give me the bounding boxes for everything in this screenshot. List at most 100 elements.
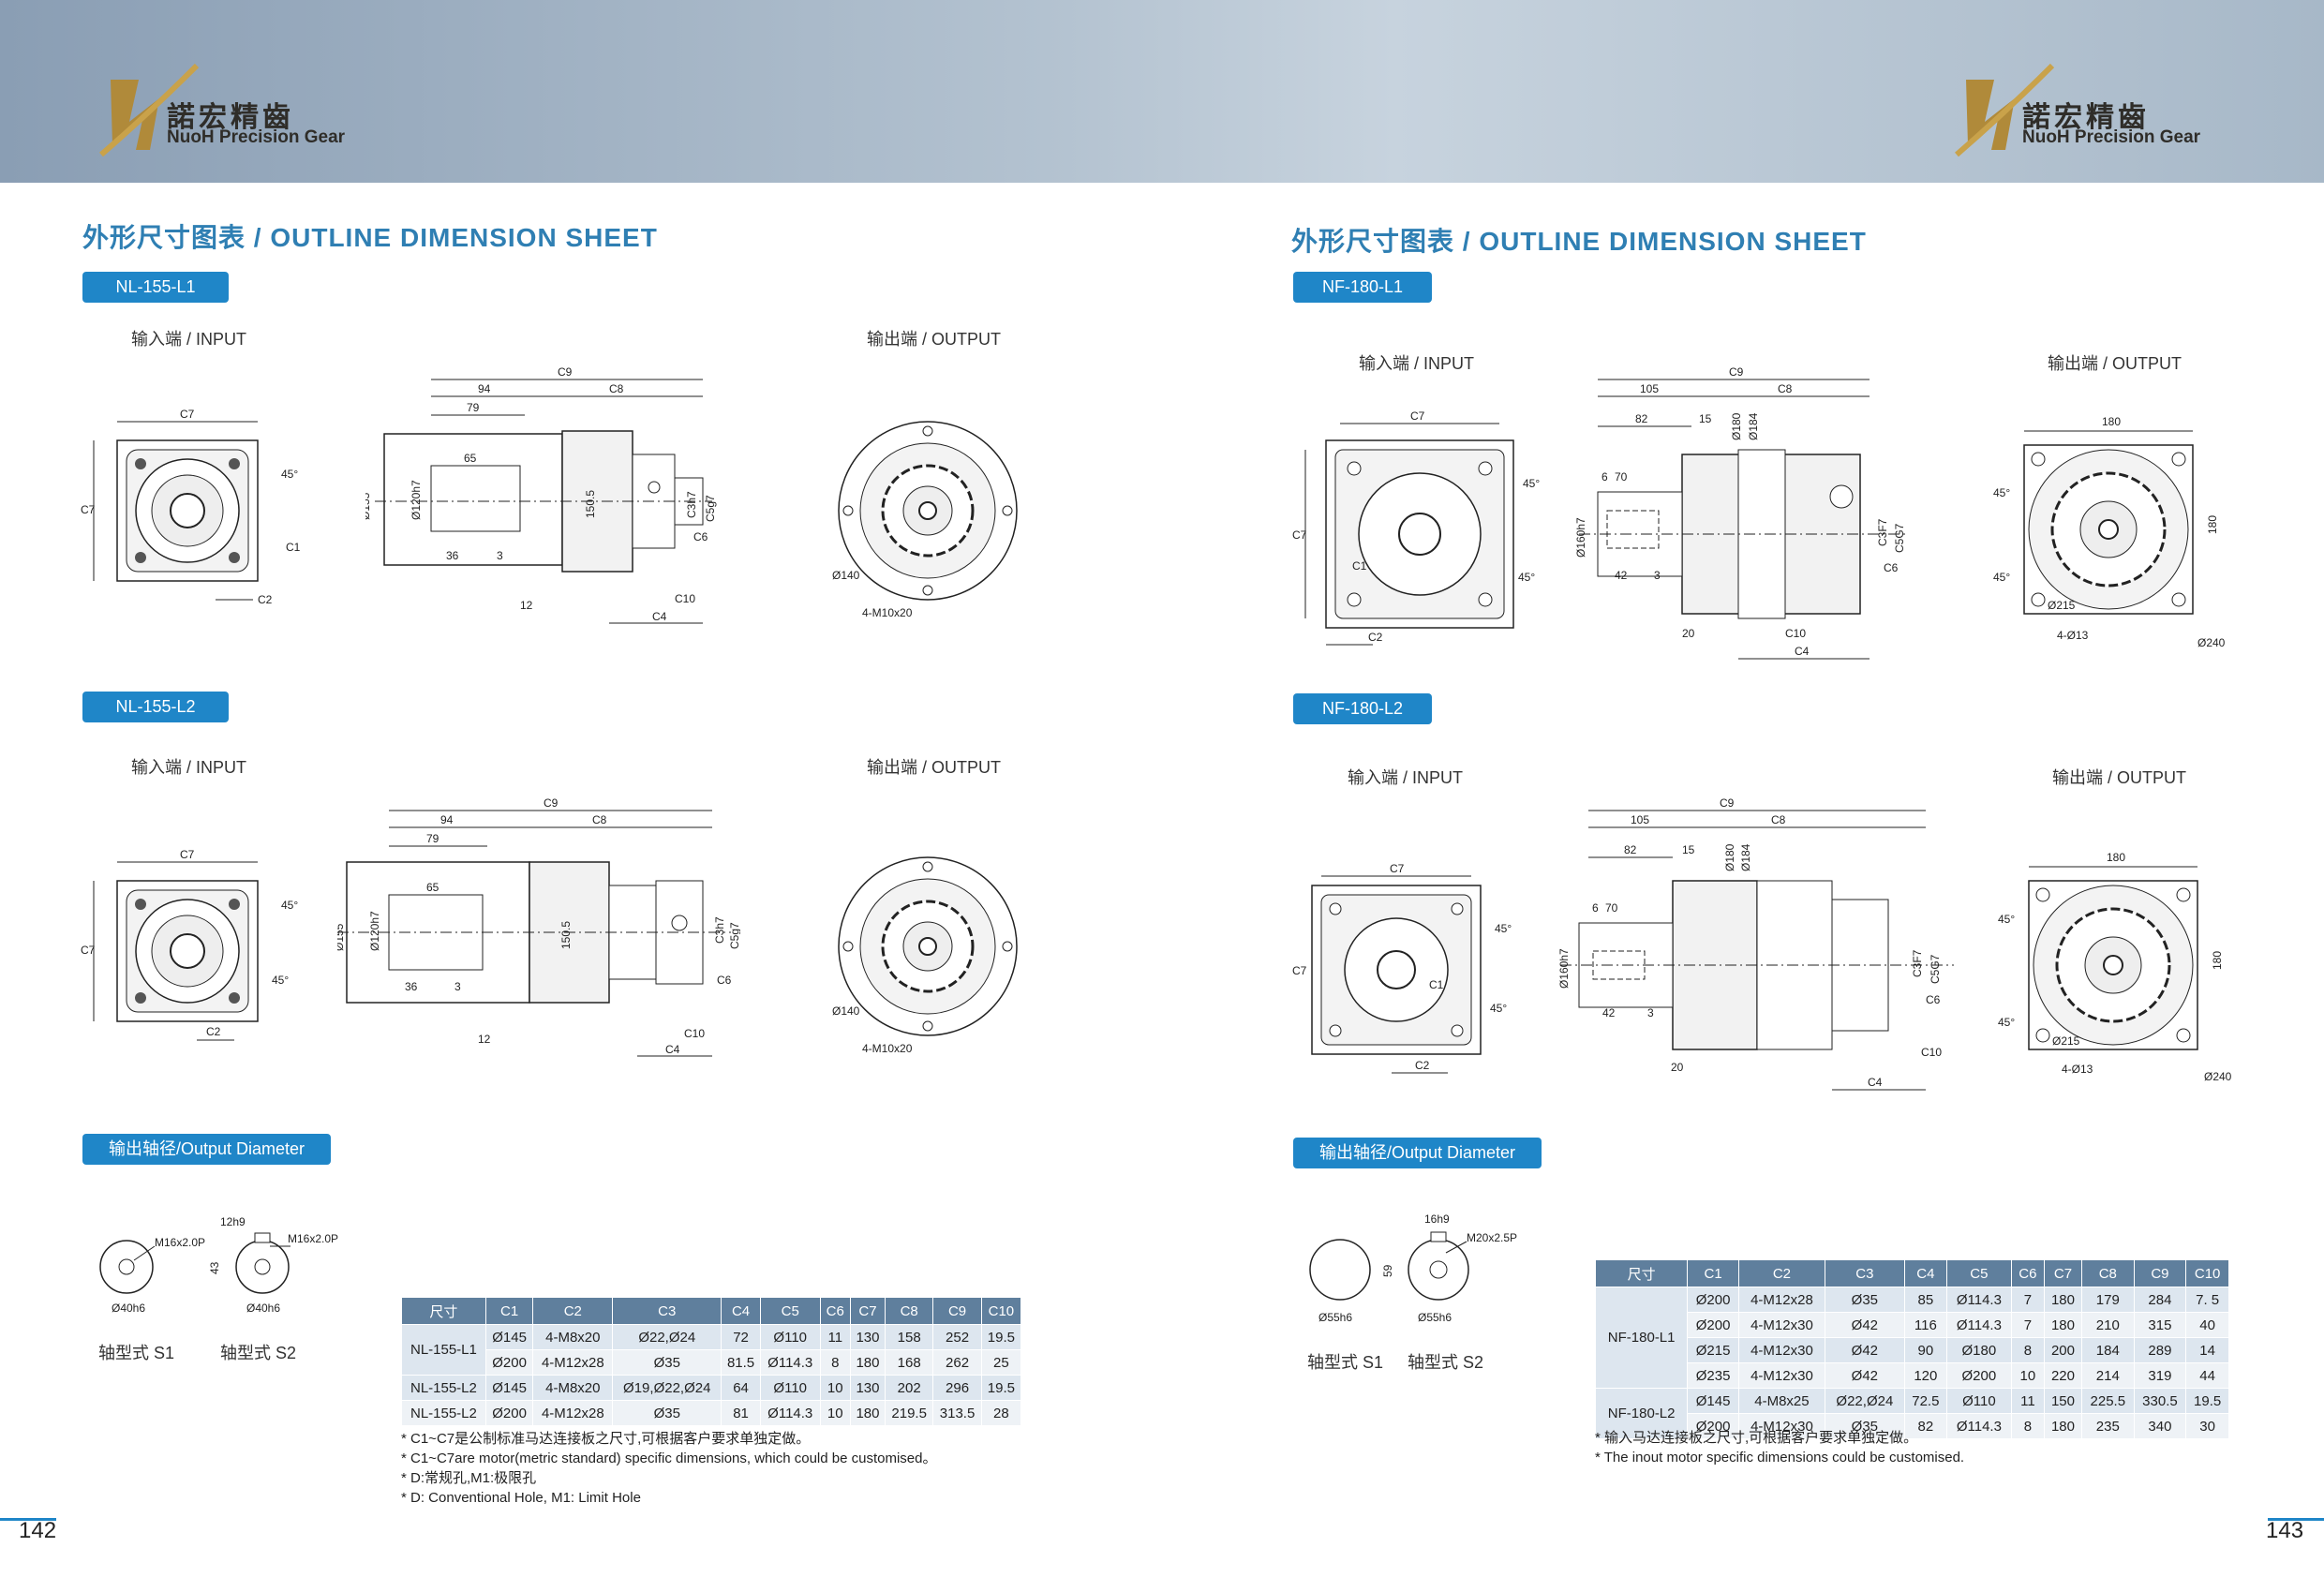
svg-text:150.5: 150.5: [559, 921, 573, 949]
table-cell: 150: [2043, 1388, 2082, 1414]
table-cell: 19.5: [980, 1324, 1022, 1350]
svg-text:45°: 45°: [1490, 1002, 1507, 1015]
table-header-cell: C5: [759, 1297, 821, 1325]
table-cell: Ø145: [484, 1324, 534, 1350]
svg-text:C3F7: C3F7: [1911, 949, 1924, 977]
table-cell: 8: [819, 1349, 852, 1376]
svg-text:70: 70: [1605, 901, 1618, 915]
notes-left: * C1~C7是公制标准马达连接板之尺寸,可根据客户要求单独定做。* C1~C7…: [401, 1429, 937, 1508]
svg-text:C10: C10: [675, 592, 695, 605]
notes-right: * 输入马达连接板之尺寸,可根据客户要求单独定做。* The inout mot…: [1595, 1428, 1964, 1467]
svg-text:45°: 45°: [1523, 477, 1540, 490]
shaft-type-s2: 轴型式 S2: [220, 1344, 297, 1362]
svg-text:Ø140: Ø140: [832, 1004, 860, 1018]
nf180-l1-input-drawing: C7 C7 45° 45° C1 C2: [1289, 403, 1560, 656]
table-header-cell: 尺寸: [401, 1297, 486, 1325]
svg-text:36: 36: [446, 549, 459, 562]
svg-text:6: 6: [1601, 470, 1608, 484]
svg-text:105: 105: [1631, 813, 1649, 826]
table-cell: Ø114.3: [1945, 1413, 2012, 1439]
table-cell: 130: [850, 1324, 886, 1350]
table-cell: 4-M12x30: [1737, 1362, 1825, 1389]
svg-text:C6: C6: [1884, 561, 1899, 574]
table-cell: 30: [2185, 1413, 2229, 1439]
table-cell: 10: [819, 1400, 852, 1426]
svg-text:C2: C2: [1368, 631, 1383, 644]
model-tag-nl155-l2: NL-155-L2: [82, 692, 229, 722]
table-cell: Ø22,Ø24: [1824, 1388, 1905, 1414]
table-header-cell: C8: [884, 1297, 934, 1325]
table-cell: Ø110: [759, 1324, 821, 1350]
svg-text:15: 15: [1699, 412, 1712, 425]
svg-text:94: 94: [440, 813, 454, 826]
table-header-cell: C2: [532, 1297, 614, 1325]
svg-text:C7: C7: [81, 944, 96, 957]
svg-text:C4: C4: [1795, 645, 1810, 658]
table-cell: 7: [2010, 1287, 2045, 1313]
svg-text:6: 6: [1592, 901, 1599, 915]
table-cell: 4-M12x28: [532, 1400, 614, 1426]
svg-text:C8: C8: [1778, 382, 1793, 395]
svg-text:59: 59: [1381, 1264, 1394, 1277]
table-cell: 219.5: [884, 1400, 934, 1426]
svg-text:82: 82: [1635, 412, 1648, 425]
table-cell: Ø35: [1824, 1413, 1905, 1439]
svg-text:C3h7: C3h7: [713, 916, 726, 944]
brand-logo-right: 諾宏精齒 NuoH Precision Gear: [1949, 56, 2249, 169]
table-cell: 168: [884, 1349, 934, 1376]
svg-text:45°: 45°: [1518, 571, 1535, 584]
svg-text:45°: 45°: [1495, 922, 1512, 935]
nf180-l1-side-drawing: C9 105 C8 82 15 Ø180 Ø184 70 6 Ø160h7 42…: [1560, 361, 1916, 670]
svg-text:C6: C6: [717, 974, 732, 987]
table-cell: 180: [850, 1400, 886, 1426]
page-rule-left: [0, 1518, 56, 1521]
table-cell: 214: [2080, 1362, 2135, 1389]
table-header-cell: C9: [932, 1297, 982, 1325]
svg-text:C7: C7: [81, 503, 96, 516]
model-cell: NF-180-L1: [1594, 1287, 1689, 1389]
svg-text:3: 3: [497, 549, 503, 562]
output-label: 输出端 / OUTPUT: [2052, 768, 2186, 787]
brand-en: NuoH Precision Gear: [2022, 127, 2201, 147]
svg-text:C8: C8: [609, 382, 624, 395]
model-cell: NL-155-L1: [401, 1324, 486, 1376]
page-number-left: 142: [19, 1518, 57, 1543]
nl155-l1-side-drawing: C9 94 C8 79 65 Ø155 Ø120h7 150.5 36 3 12…: [365, 361, 722, 632]
svg-text:Ø215: Ø215: [2052, 1034, 2080, 1048]
table-cell: 120: [1903, 1362, 1947, 1389]
svg-text:4-M10x20: 4-M10x20: [862, 606, 913, 619]
note-line: * D: Conventional Hole, M1: Limit Hole: [401, 1490, 641, 1506]
svg-text:4-Ø13: 4-Ø13: [2057, 629, 2089, 642]
table-cell: 4-M12x28: [532, 1349, 614, 1376]
table-cell: Ø114.3: [1945, 1287, 2012, 1313]
svg-text:C9: C9: [1720, 796, 1735, 810]
table-header-cell: C3: [1824, 1259, 1905, 1287]
svg-text:C8: C8: [1771, 813, 1786, 826]
svg-text:43: 43: [208, 1261, 221, 1274]
svg-text:C9: C9: [544, 796, 559, 810]
table-cell: 85: [1903, 1287, 1947, 1313]
svg-text:C7: C7: [1390, 862, 1405, 875]
svg-text:65: 65: [464, 452, 477, 465]
table-cell: 180: [2043, 1287, 2082, 1313]
model-tag-nf180-l1: NF-180-L1: [1293, 272, 1432, 303]
table-cell: 4-M8x20: [532, 1375, 614, 1401]
note-line: * D:常规孔,M1:极限孔: [401, 1470, 537, 1486]
nf180-l2-output-drawing: 180 180 45° 45° Ø215 4-Ø13 Ø240: [1996, 848, 2249, 1101]
table-cell: Ø19,Ø22,Ø24: [612, 1375, 723, 1401]
table-cell: 220: [2043, 1362, 2082, 1389]
svg-text:65: 65: [426, 881, 439, 894]
page-rule-right: [2268, 1518, 2324, 1521]
table-cell: 296: [932, 1375, 982, 1401]
table-cell: 10: [819, 1375, 852, 1401]
svg-text:150.5: 150.5: [584, 490, 597, 518]
svg-text:C2: C2: [258, 593, 273, 606]
output-label: 输出端 / OUTPUT: [867, 330, 1001, 349]
svg-text:Ø240: Ø240: [2204, 1070, 2232, 1083]
table-header-cell: C2: [1737, 1259, 1825, 1287]
brand-cn: 諾宏精齒: [167, 101, 294, 134]
note-line: * C1~C7are motor(metric standard) specif…: [401, 1451, 937, 1466]
nl155-l2-output-drawing: Ø140 4-M10x20: [825, 848, 1040, 1064]
table-cell: Ø22,Ø24: [612, 1324, 723, 1350]
